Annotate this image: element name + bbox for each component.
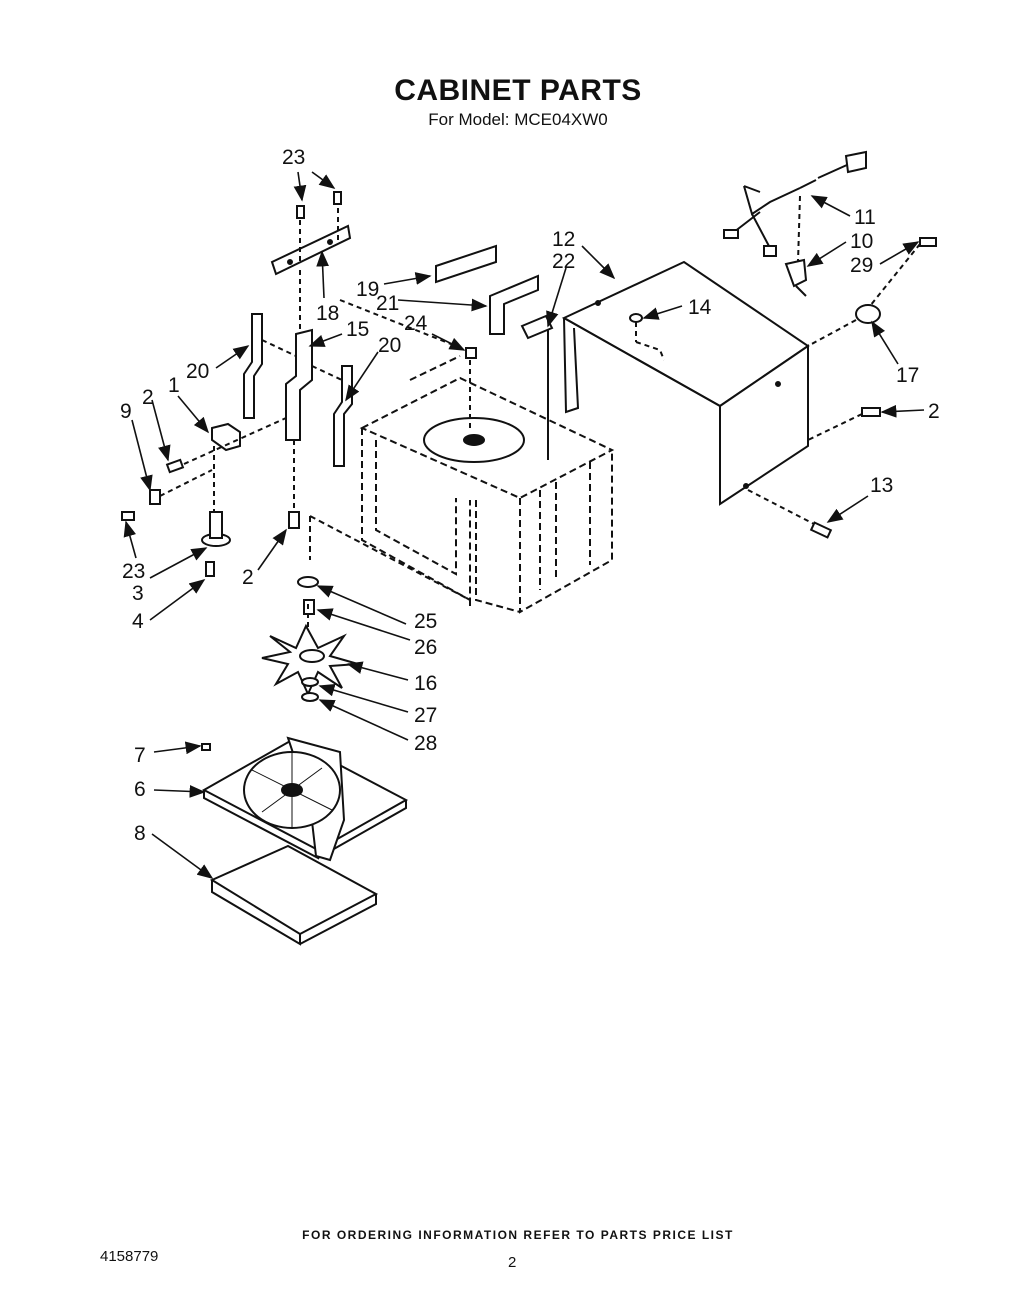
screw-icon-2b <box>288 511 300 529</box>
nut-icon <box>465 347 477 359</box>
callout-1: 1 <box>168 374 180 397</box>
screw-icon-4 <box>205 561 215 577</box>
stirrer-blade-icon <box>261 623 359 697</box>
screw-icon-7 <box>201 743 211 751</box>
callout-20-left: 20 <box>186 360 209 383</box>
stirrer-bearing <box>297 576 319 588</box>
callout-23-top: 23 <box>282 146 305 169</box>
filter-19 <box>435 244 497 284</box>
screw-icon-2 <box>165 458 185 474</box>
callout-29: 29 <box>850 254 873 277</box>
callout-28: 28 <box>414 732 437 755</box>
hinge-bracket <box>270 224 352 276</box>
callout-9: 9 <box>120 400 132 423</box>
callout-2-left: 2 <box>142 386 154 409</box>
callout-24: 24 <box>404 312 428 335</box>
callout-23-bottom: 23 <box>122 560 145 583</box>
callout-16: 16 <box>414 672 437 695</box>
washer-27 <box>301 677 319 687</box>
cord-clamp-icon <box>784 258 808 297</box>
callout-20-right: 20 <box>378 334 401 357</box>
leader-lines <box>123 171 925 879</box>
callout-4: 4 <box>132 610 144 633</box>
bracket-21 <box>489 274 539 335</box>
callout-3: 3 <box>132 582 144 605</box>
screw-icon <box>296 191 342 219</box>
panel-outline <box>309 515 471 606</box>
outer-cabinet-wrapper <box>561 260 810 506</box>
cam-icon <box>149 489 161 505</box>
callout-17: 17 <box>896 364 919 387</box>
callout-15: 15 <box>346 318 369 341</box>
hinge-part <box>285 328 313 441</box>
callout-2-mid: 2 <box>242 566 254 589</box>
callout-21: 21 <box>376 292 399 315</box>
callout-11: 11 <box>854 206 876 229</box>
callout-22: 22 <box>552 250 575 273</box>
callout-25: 25 <box>414 610 437 633</box>
callout-6: 6 <box>134 778 146 801</box>
callout-8: 8 <box>134 822 146 845</box>
ordering-info-note: FOR ORDERING INFORMATION REFER TO PARTS … <box>302 1228 734 1242</box>
callout-14: 14 <box>688 296 712 319</box>
grommet-icon <box>855 304 881 324</box>
screw-icon-14 <box>629 313 643 323</box>
screw-icon-2c <box>861 407 881 417</box>
spacer-22 <box>520 314 554 340</box>
power-cord-icon <box>723 150 867 257</box>
turntable-hub <box>463 434 485 446</box>
page-number: 2 <box>508 1254 517 1271</box>
model-subtitle: For Model: MCE04XW0 <box>428 110 608 129</box>
callout-19: 19 <box>356 278 379 301</box>
document-number: 4158779 <box>100 1248 159 1265</box>
callout-12: 12 <box>552 228 575 251</box>
screw-icon-13 <box>809 521 833 539</box>
callout-7: 7 <box>134 744 146 767</box>
callout-27: 27 <box>414 704 437 727</box>
callout-2-right: 2 <box>928 400 940 423</box>
turntable-plate <box>423 417 525 463</box>
tray-icon <box>209 844 379 946</box>
oven-cavity-chassis <box>359 355 615 614</box>
callout-10: 10 <box>850 230 873 253</box>
latch-icon <box>211 422 241 452</box>
callout-13: 13 <box>870 474 893 497</box>
choke-left <box>243 313 263 419</box>
callout-18: 18 <box>316 302 339 325</box>
screw-icon-23 <box>121 511 135 521</box>
washer-28 <box>301 692 319 702</box>
callout-26: 26 <box>414 636 437 659</box>
page-title: CABINET PARTS <box>394 74 642 107</box>
screw-icon-29 <box>919 237 937 247</box>
choke-right <box>333 365 353 467</box>
